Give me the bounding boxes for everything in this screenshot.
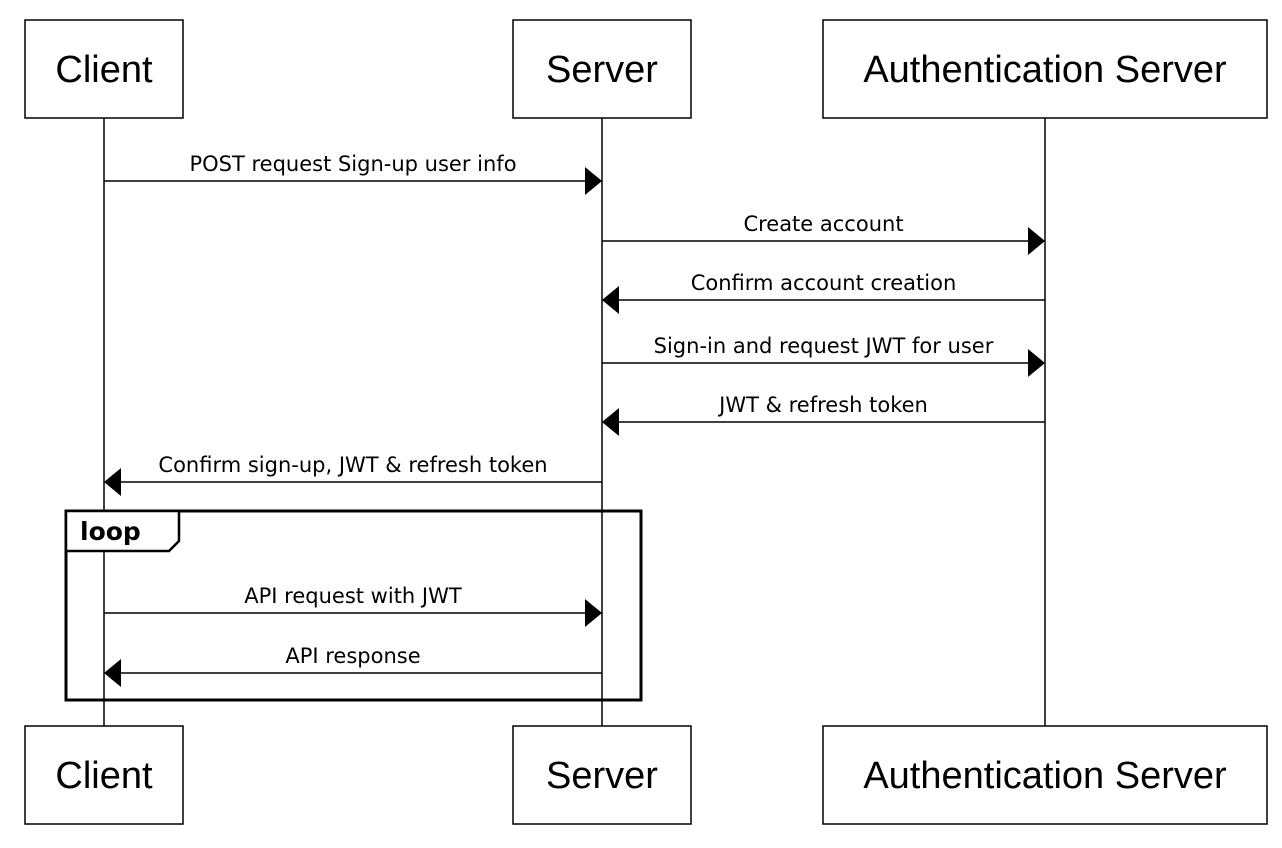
actor-label: Authentication Server [863, 755, 1227, 797]
actor-box [24, 725, 184, 825]
loop-frame-border [64, 509, 643, 702]
actor-client-top: Client [24, 19, 184, 119]
actor-auth-bottom: Authentication Server [822, 725, 1268, 825]
message-7: API request with JWT [104, 584, 602, 627]
actor-auth-top: Authentication Server [822, 19, 1268, 119]
message-arrowhead [585, 599, 602, 627]
message-2: Create account [602, 212, 1045, 255]
message-1: POST request Sign-up user info [104, 152, 602, 195]
actor-label: Client [55, 755, 153, 797]
message-8: API response [104, 644, 602, 687]
message-arrowhead [104, 659, 121, 687]
actor-server-bottom: Server [512, 725, 692, 825]
message-arrowhead [602, 286, 619, 314]
actor-label: Authentication Server [863, 49, 1227, 91]
actor-client-bottom: Client [24, 725, 184, 825]
message-label: JWT & refresh token [717, 393, 928, 417]
message-label: Confirm sign-up, JWT & refresh token [158, 453, 547, 477]
actor-label: Server [546, 755, 658, 797]
loop-frame: loop [64, 509, 643, 702]
message-4: Sign-in and request JWT for user [602, 334, 1045, 377]
message-arrowhead [104, 468, 121, 496]
actor-box [512, 19, 692, 119]
message-arrowhead [585, 167, 602, 195]
message-3: Confirm account creation [602, 271, 1045, 314]
actor-label: Server [546, 49, 658, 91]
actor-box [512, 725, 692, 825]
message-label: API response [285, 644, 420, 668]
loop-frame-tab [64, 509, 181, 553]
message-label: API request with JWT [244, 584, 462, 608]
actor-server-top: Server [512, 19, 692, 119]
actor-label: Client [55, 49, 153, 91]
actor-box [822, 725, 1268, 825]
message-arrowhead [1028, 227, 1045, 255]
message-label: POST request Sign-up user info [189, 152, 516, 176]
message-6: Confirm sign-up, JWT & refresh token [104, 453, 602, 496]
message-label: Sign-in and request JWT for user [654, 334, 994, 358]
loop-label: loop [80, 517, 141, 546]
message-label: Create account [743, 212, 903, 236]
message-5: JWT & refresh token [602, 393, 1045, 436]
message-arrowhead [602, 408, 619, 436]
message-label: Confirm account creation [691, 271, 957, 295]
actor-box [24, 19, 184, 119]
actor-box [822, 19, 1268, 119]
message-arrowhead [1028, 349, 1045, 377]
